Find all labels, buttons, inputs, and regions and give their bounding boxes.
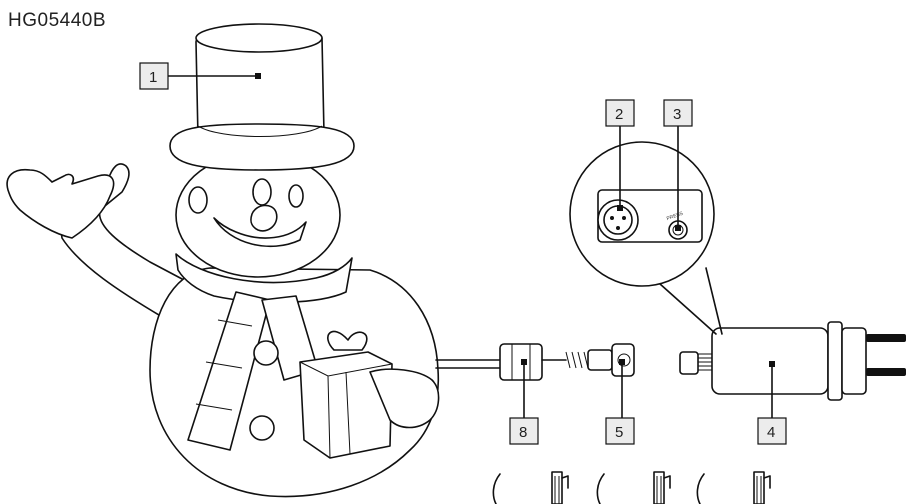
callout-label: 1: [149, 69, 157, 86]
ground-stake: [753, 471, 771, 504]
peg-arc: [492, 473, 501, 504]
ground-pegs: [492, 471, 771, 504]
callout-1: 1: [139, 62, 261, 90]
snowman-scarf-collar: [175, 253, 353, 304]
callout-label: 2: [615, 106, 623, 123]
gift-bow: [327, 330, 368, 351]
callout-label: 5: [615, 424, 623, 441]
snowman-right-arm: [369, 368, 440, 429]
model-number: HG05440B: [8, 10, 107, 31]
snowman-left-eye: [188, 186, 208, 214]
ground-stake: [653, 471, 671, 504]
callout-5: 5: [605, 359, 635, 445]
snowman-scarf-tail-left: [187, 291, 271, 451]
callout-label: 4: [767, 424, 775, 441]
snowman-button: [249, 415, 275, 441]
snowman-far-eye: [288, 184, 304, 208]
snowman-nose: [250, 204, 278, 232]
callout-2: 2: [605, 99, 635, 211]
snowman-button: [253, 340, 279, 366]
ground-stake: [551, 471, 569, 504]
snowman-mouth: [213, 217, 307, 248]
top-hat: [169, 23, 355, 171]
adapter-plug-pin: [866, 334, 906, 342]
gift-box: [299, 351, 393, 459]
snowman-figure: [6, 152, 440, 498]
callout-label: 3: [673, 106, 681, 123]
power-adapter: [679, 321, 906, 401]
callout-3: 3: [663, 99, 693, 231]
press-button-label: PRESS: [666, 211, 685, 223]
callout-label: 8: [519, 424, 527, 441]
hat-brim: [169, 123, 355, 171]
peg-arc: [696, 473, 705, 504]
cable-assembly: [435, 343, 635, 381]
zoom-detail: PRESS: [569, 141, 723, 335]
adapter-plug-pin: [866, 368, 906, 376]
callout-4: 4: [757, 361, 787, 445]
peg-arc: [596, 473, 605, 504]
snowman-right-eye: [252, 178, 272, 206]
snowman-mitten: [6, 168, 115, 239]
callout-8: 8: [509, 359, 539, 445]
